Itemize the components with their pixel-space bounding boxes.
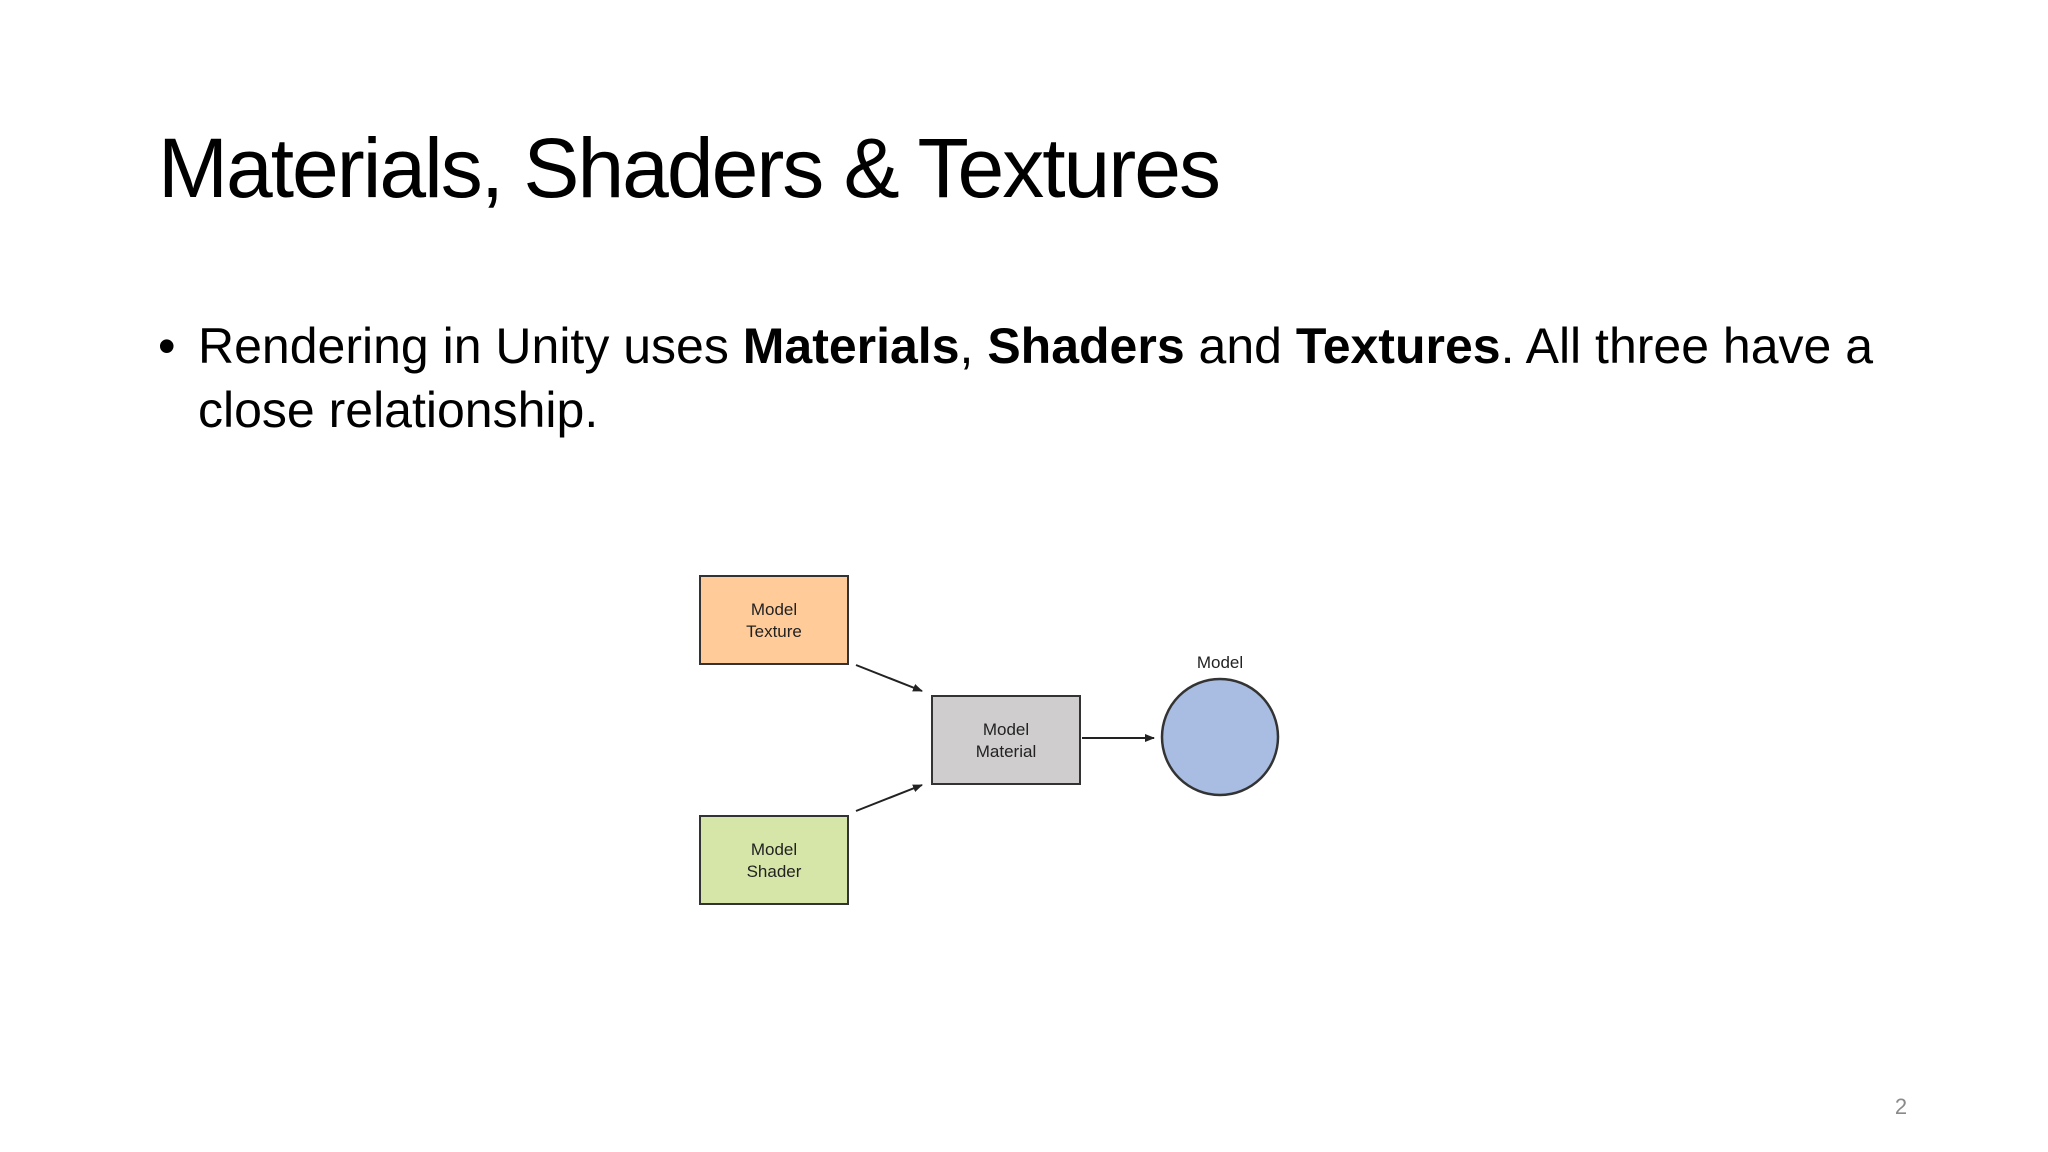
rendering-diagram: Model Texture Model Shader Model Materia…: [690, 560, 1310, 920]
bullet-text-part: ,: [959, 318, 988, 374]
diagram-canvas: Model Texture Model Shader Model Materia…: [699, 575, 1280, 905]
texture-node-label-line2: Texture: [746, 622, 802, 641]
material-node-box: [931, 695, 1081, 785]
bullet-bold-materials: Materials: [742, 318, 960, 374]
shader-node-box: [699, 815, 849, 905]
shader-node-label-line2: Shader: [747, 862, 802, 881]
arrow-shader-to-material: [855, 784, 923, 812]
model-node-label: Model: [1197, 653, 1243, 672]
arrow-texture-to-material: [855, 664, 923, 692]
material-node-label-line2: Material: [976, 742, 1036, 761]
shader-node-label-line1: Model: [751, 840, 797, 859]
bullet-text-part: . All three have a close relationship.: [198, 318, 1874, 438]
material-node-label-line1: Model: [983, 720, 1029, 739]
texture-node-label-line1: Model: [751, 600, 797, 619]
bullet-bold-textures: Textures: [1295, 318, 1501, 374]
texture-node: Model Texture: [699, 575, 849, 665]
model-node: Model: [1160, 653, 1280, 797]
bullet-text: Rendering in Unity uses Materials, Shade…: [198, 314, 1878, 442]
bullet-point: • Rendering in Unity uses Materials, Sha…: [158, 314, 1878, 442]
texture-node-box: [699, 575, 849, 665]
shader-node: Model Shader: [699, 815, 849, 905]
material-node: Model Material: [931, 695, 1081, 785]
slide-title: Materials, Shaders & Textures: [158, 121, 1221, 215]
bullet-bold-shaders: Shaders: [987, 318, 1185, 374]
bullet-text-part: Rendering in Unity uses: [198, 318, 743, 374]
bullet-marker: •: [158, 318, 176, 374]
bullet-text-part: and: [1184, 318, 1296, 374]
page-number: 2: [1894, 1094, 1908, 1119]
model-node-circle: [1160, 677, 1280, 797]
